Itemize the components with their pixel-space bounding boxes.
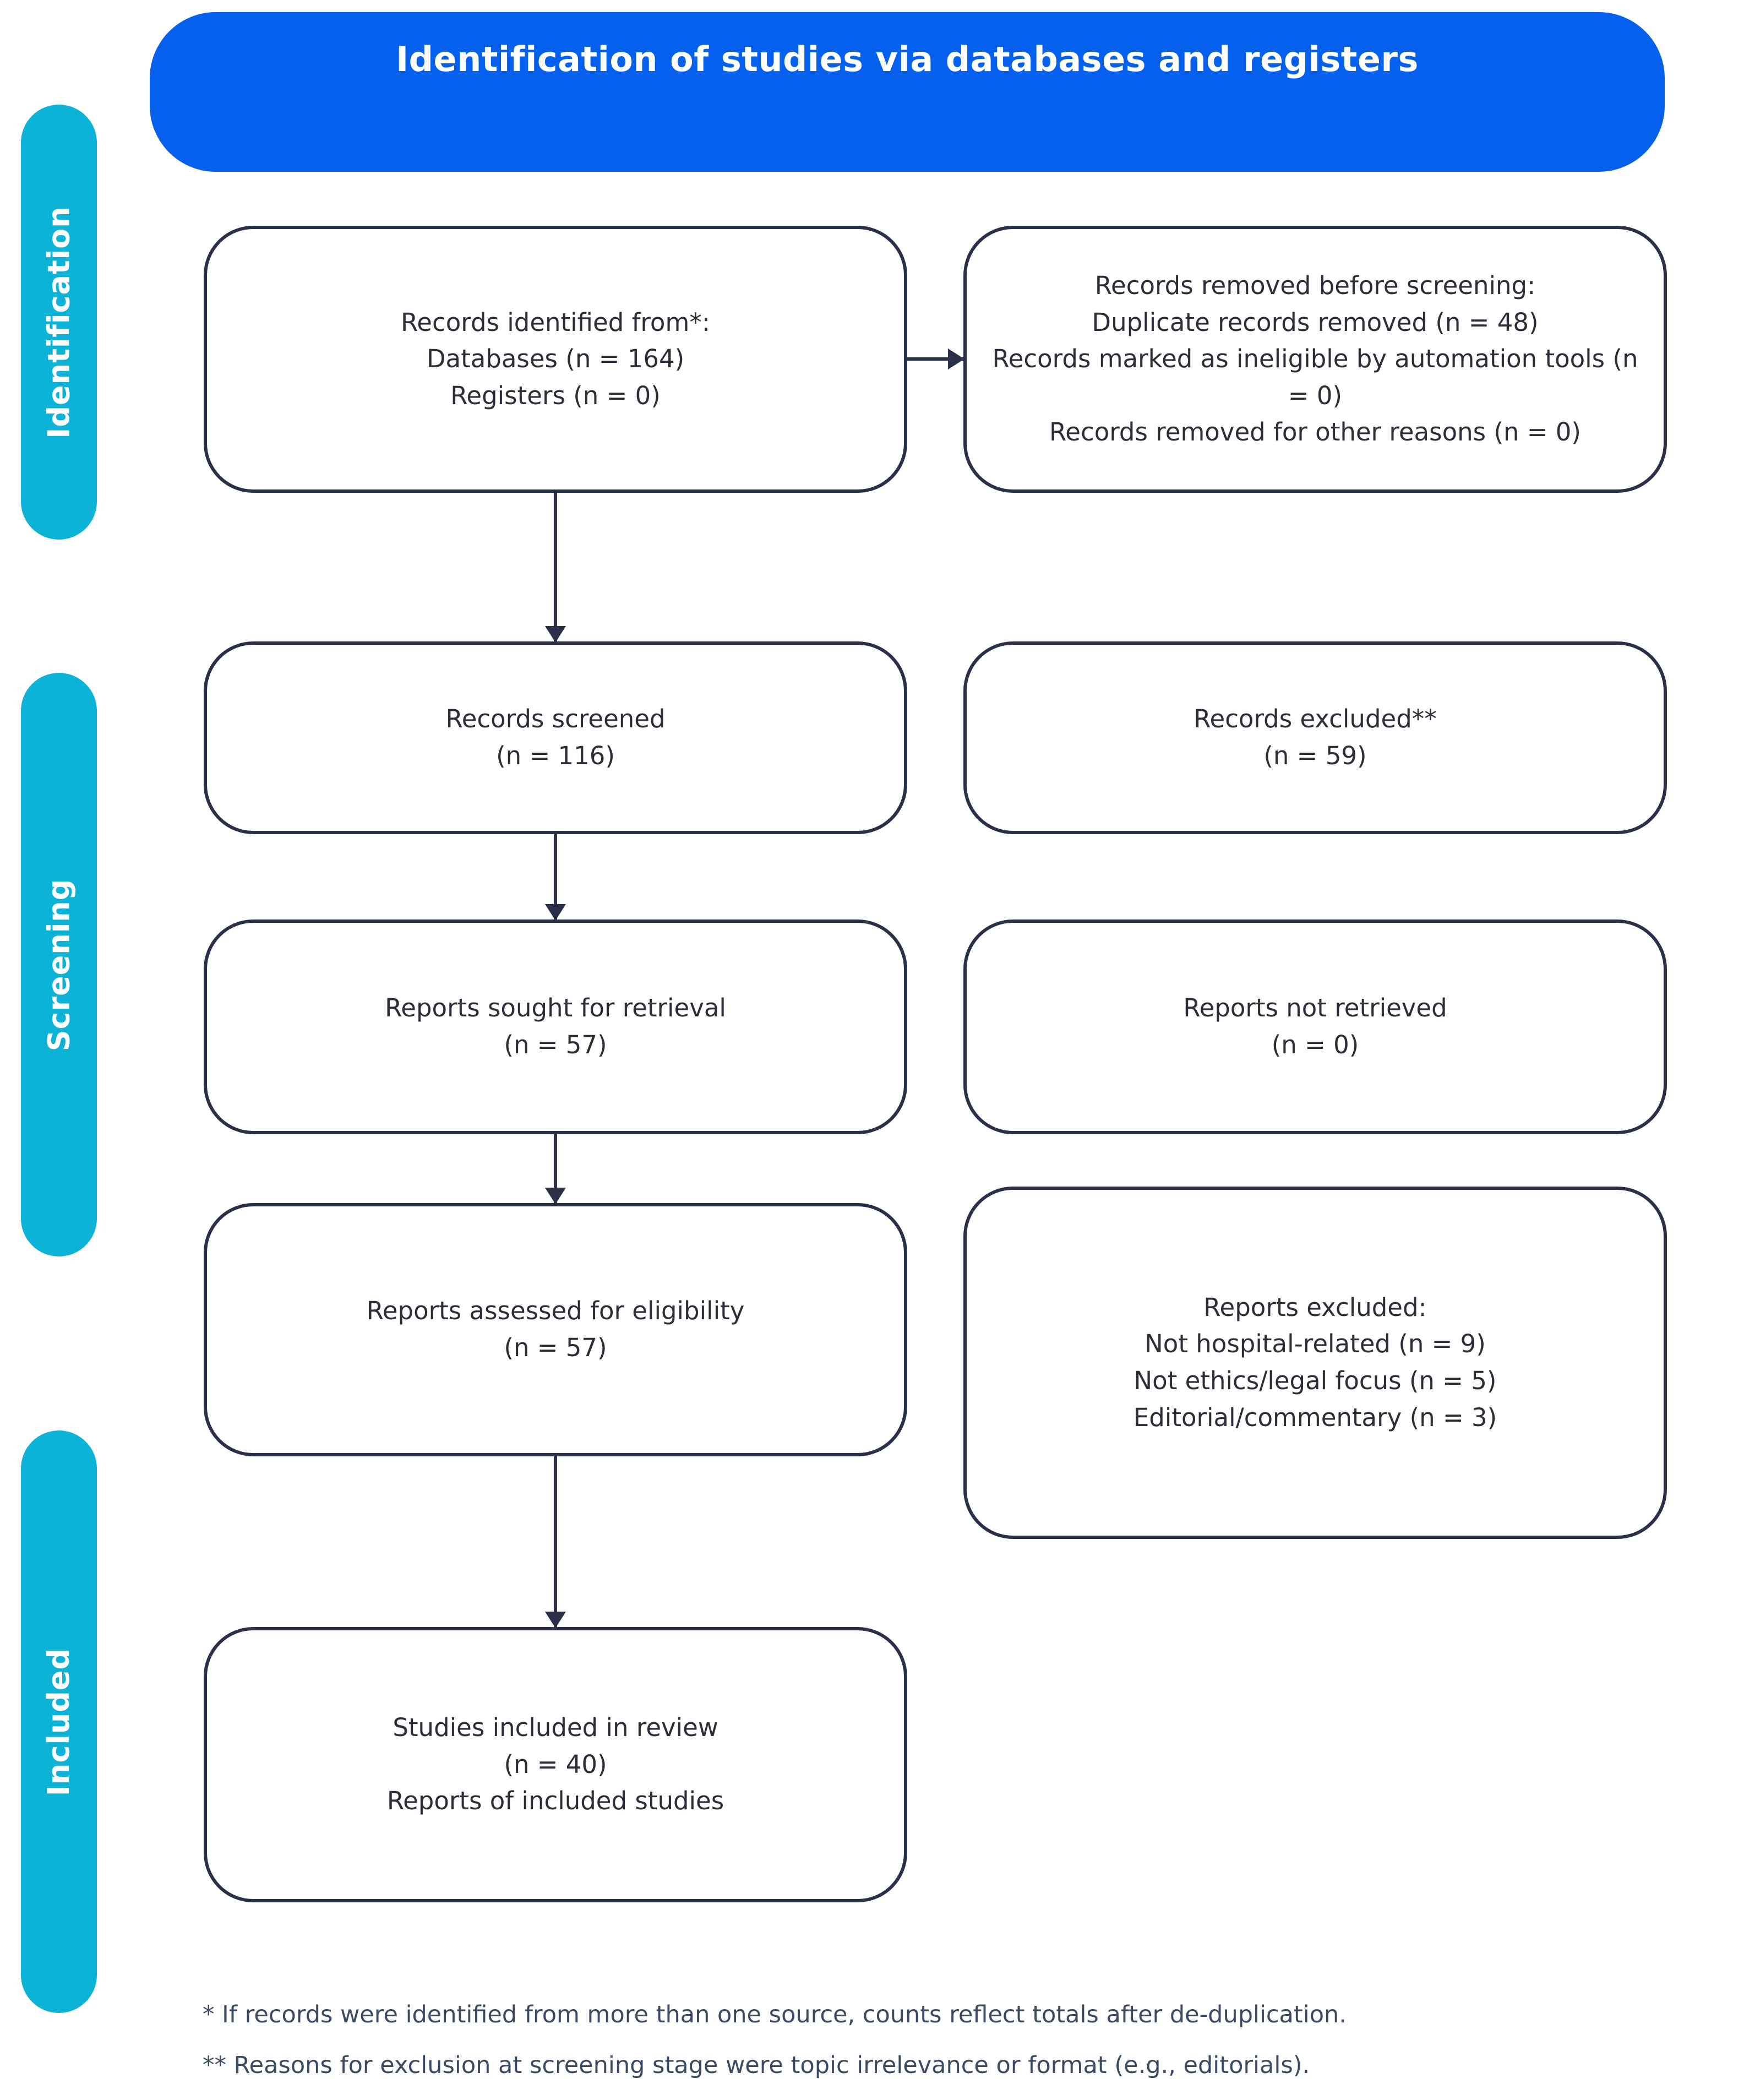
stage-label-identification: Identification — [41, 205, 77, 439]
arrow-sought-to-assessed — [554, 1134, 557, 1203]
arrow-assessed-to-included — [554, 1456, 557, 1627]
box-reports-excluded: Reports excluded: Not hospital-related (… — [963, 1187, 1667, 1539]
stage-pill-included: Included — [21, 1430, 97, 2013]
box-reports-sought-for-retrieval: Reports sought for retrieval (n = 57) — [204, 920, 907, 1134]
stage-label-screening: Screening — [41, 878, 77, 1051]
stage-label-included: Included — [41, 1647, 77, 1796]
box-reports-not-retrieved-text: Reports not retrieved (n = 0) — [1183, 993, 1447, 1059]
box-studies-included-text: Studies included in review (n = 40) Repo… — [386, 1713, 724, 1816]
box-reports-not-retrieved: Reports not retrieved (n = 0) — [963, 920, 1667, 1134]
arrow-identified-to-screened — [554, 493, 557, 641]
box-records-identified-text: Records identified from*: Databases (n =… — [401, 307, 710, 410]
box-records-identified: Records identified from*: Databases (n =… — [204, 226, 907, 493]
box-records-excluded: Records excluded** (n = 59) — [963, 641, 1667, 834]
arrow-identified-to-removed — [907, 357, 963, 361]
box-records-screened: Records screened (n = 116) — [204, 641, 907, 834]
box-records-removed-before-screening: Records removed before screening: Duplic… — [963, 226, 1667, 493]
box-records-removed-text: Records removed before screening: Duplic… — [992, 271, 1638, 447]
footnotes: * If records were identified from more t… — [203, 1999, 1656, 2100]
box-reports-assessed-for-eligibility: Reports assessed for eligibility (n = 57… — [204, 1203, 907, 1456]
box-studies-included-in-review: Studies included in review (n = 40) Repo… — [204, 1627, 907, 1902]
arrow-screened-to-sought — [554, 834, 557, 920]
stage-pill-screening: Screening — [21, 673, 97, 1256]
box-reports-sought-text: Reports sought for retrieval (n = 57) — [385, 993, 726, 1059]
page-title: Identification of studies via databases … — [396, 39, 1419, 79]
diagram-header-banner: Identification of studies via databases … — [150, 12, 1665, 172]
footnote-single-asterisk: * If records were identified from more t… — [203, 2001, 1347, 2028]
box-reports-assessed-text: Reports assessed for eligibility (n = 57… — [366, 1296, 745, 1362]
box-records-excluded-text: Records excluded** (n = 59) — [1193, 704, 1437, 770]
box-reports-excluded-text: Reports excluded: Not hospital-related (… — [1133, 1292, 1497, 1432]
box-records-screened-text: Records screened (n = 116) — [445, 704, 666, 770]
footnote-double-asterisk: ** Reasons for exclusion at screening st… — [203, 2052, 1310, 2080]
stage-pill-identification: Identification — [21, 105, 97, 540]
